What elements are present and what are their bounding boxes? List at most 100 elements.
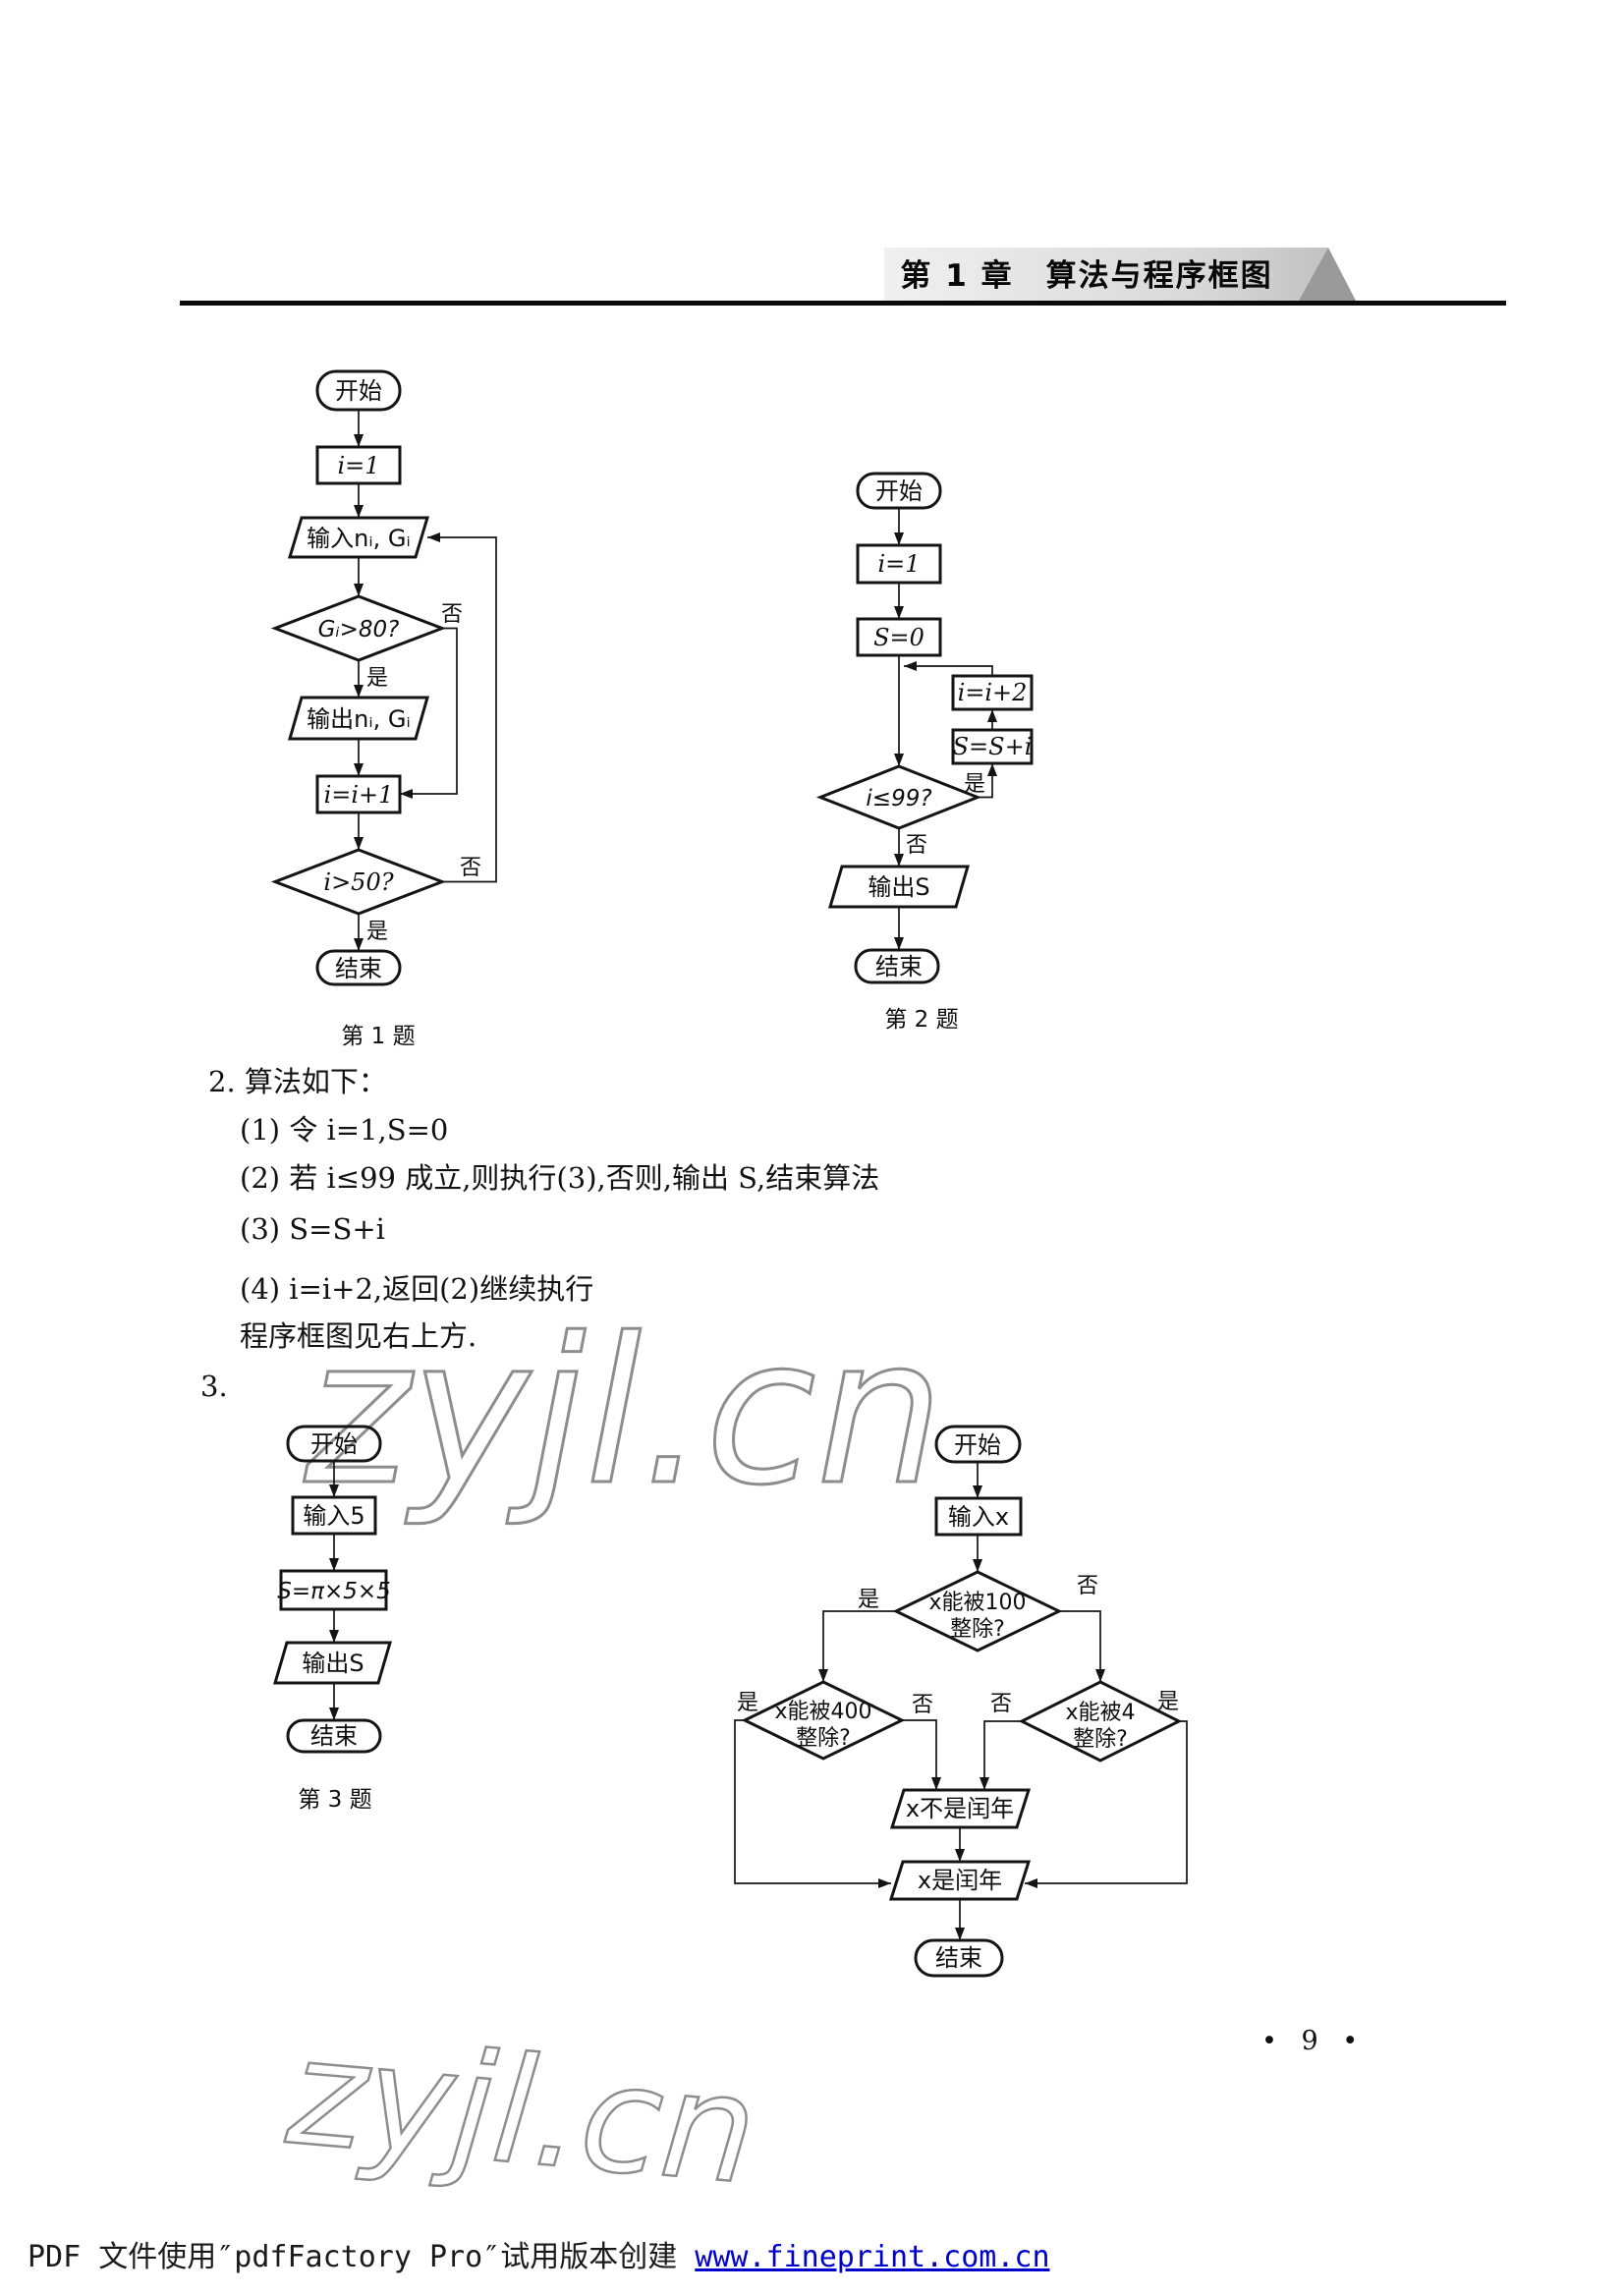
fc1-yes1-label: 是	[366, 666, 388, 691]
fc1-edge-no-loop-inner	[400, 627, 458, 799]
algorithm-step-2: (2) 若 i≤99 成立,则执行(3),否则,输出 S,结束算法	[240, 1161, 880, 1195]
algorithm-step-3: (3) S=S+i	[240, 1212, 385, 1246]
flowchart-3: 开始 输入5 S=π×5×5 输出S 结束 第 3 题	[272, 1425, 393, 1813]
fineprint-link[interactable]: www.fineprint.com.cn	[695, 2240, 1050, 2274]
fc2-cond-node	[815, 764, 982, 830]
fc1-inc-label: i=i+1	[324, 781, 394, 809]
fc4-edge-no4-notleap	[980, 1720, 1022, 1790]
fc3-calc-label: S=π×5×5	[277, 1579, 391, 1604]
chapter-title: 第 1 章 算法与程序框图	[900, 258, 1272, 294]
fc3-calc-node	[279, 1569, 388, 1611]
fc2-no-label: 否	[906, 833, 927, 858]
fc2-add-label: S=S+i	[953, 733, 1033, 760]
fc4-no100-label: 否	[1077, 1574, 1098, 1598]
fc3-end-node	[286, 1718, 382, 1754]
fc1-caption: 第 1 题	[341, 1024, 415, 1049]
fc4-notleap-node	[889, 1788, 1032, 1829]
fc1-cond-count-node	[270, 848, 447, 916]
fc3-output-label: 输出S	[302, 1650, 364, 1677]
fc1-start-node	[315, 369, 402, 412]
algorithm-step-1: (1) 令 i=1,S=0	[240, 1113, 449, 1147]
fc4-yes400-label: 是	[737, 1691, 758, 1715]
chapter-banner: 第 1 章 算法与程序框图	[884, 248, 1356, 301]
fc1-cond-score-node	[270, 594, 447, 662]
fc4-end-label: 结束	[935, 1944, 982, 1972]
fc4-yes100-label: 是	[858, 1588, 879, 1612]
fc4-yes4-label: 是	[1157, 1690, 1179, 1714]
fc4-leap-label: x是闰年	[918, 1867, 1002, 1894]
fc4-edge-yes400-leap	[734, 1719, 891, 1888]
fc3-end-label: 结束	[310, 1722, 358, 1750]
banner-shape	[884, 248, 1328, 301]
fc4-cond100-line1: x能被100	[928, 1591, 1026, 1615]
fc4-cond4-line2: 整除?	[1073, 1727, 1128, 1752]
algorithm-heading: 2. 算法如下：	[208, 1065, 387, 1098]
watermark-bottom: zyjl.cn	[280, 2005, 764, 2218]
watermark-middle: zyjl.cn	[303, 1295, 946, 1532]
fc4-start-label: 开始	[954, 1431, 1001, 1459]
item-3-label: 3.	[200, 1370, 228, 1403]
fc4-cond400-node	[741, 1680, 906, 1761]
watermark-text: zyjl.cn	[304, 1296, 944, 1530]
fc4-input-label: 输入x	[948, 1503, 1009, 1531]
fc4-end-node	[914, 1938, 1004, 1978]
fc4-cond100-node	[892, 1570, 1063, 1652]
fc1-yes2-label: 是	[366, 920, 388, 944]
fc4-notleap-label: x不是闰年	[906, 1795, 1014, 1822]
fc1-cond-score-label: Gᵢ>80?	[318, 617, 400, 643]
fc2-end-node	[854, 948, 940, 984]
fc1-inc-node	[315, 774, 402, 814]
flowchart-1: 开始 i=1 输入nᵢ, Gᵢ Gᵢ>80? 输出nᵢ, Gᵢ i=i+1 i>…	[270, 369, 497, 1049]
fc3-start-label: 开始	[310, 1430, 358, 1458]
fc1-input-label: 输入nᵢ, Gᵢ	[307, 525, 411, 552]
fc1-end-node	[315, 949, 402, 986]
watermark-text: zyjl.cn	[281, 2006, 762, 2217]
fc1-no1-label: 否	[441, 602, 463, 627]
fc2-caption: 第 2 题	[884, 1007, 958, 1033]
fc4-edge-no-cond4	[1059, 1610, 1105, 1682]
fc2-edge-return	[904, 661, 993, 676]
fc4-cond4-line1: x能被4	[1065, 1701, 1135, 1725]
fc4-cond400-line1: x能被400	[774, 1700, 871, 1724]
fc1-end-label: 结束	[335, 955, 382, 982]
fc4-start-node	[934, 1425, 1022, 1464]
fc2-init-node	[856, 543, 942, 585]
banner-shadow	[1295, 248, 1356, 301]
page-number: • 9 •	[1261, 2026, 1367, 2056]
fc2-inc-label: i=i+2	[958, 679, 1028, 706]
fc2-inc-node	[951, 674, 1034, 711]
fc1-output-node	[288, 696, 429, 741]
fc3-input-node	[291, 1495, 377, 1536]
fc4-edge-yes4-leap	[1025, 1720, 1188, 1888]
fc2-start-node	[856, 472, 942, 510]
algorithm-note: 程序框图见右上方.	[240, 1319, 477, 1353]
fc1-output-label: 输出nᵢ, Gᵢ	[307, 705, 411, 733]
fc1-input-node	[287, 516, 430, 559]
fc4-edge-no400-notleap	[902, 1719, 941, 1790]
flowchart-2: 开始 i=1 S=0 i=i+2 S=S+i i≤99? 输出S 结束 是 否 …	[815, 472, 1034, 1033]
fc4-input-node	[934, 1496, 1023, 1537]
fc1-init-label: i=1	[337, 452, 379, 479]
fc2-start-label: 开始	[875, 477, 923, 505]
fc2-szero-node	[856, 617, 942, 657]
fc2-szero-label: S=0	[873, 624, 924, 651]
fc4-no400-label: 否	[912, 1693, 933, 1717]
fc4-leap-node	[888, 1860, 1032, 1901]
fc2-add-node	[951, 728, 1034, 765]
fc4-cond400-line2: 整除?	[796, 1726, 851, 1751]
fc1-start-label: 开始	[335, 377, 382, 405]
fc4-cond4-node	[1018, 1680, 1183, 1763]
fc4-cond100-line2: 整除?	[950, 1617, 1005, 1642]
flowchart-4: 开始 输入x x能被100 整除? x能被400 整除? x能被4 整除? x不…	[734, 1425, 1188, 1978]
pdf-footer: PDF 文件使用″pdfFactory Pro″试用版本创建 www.finep…	[28, 2232, 1050, 2275]
fc2-edge-yes-add	[978, 763, 997, 799]
fc3-caption: 第 3 题	[298, 1787, 371, 1813]
fc4-no4-label: 否	[990, 1692, 1012, 1716]
fc2-output-node	[827, 865, 971, 909]
pdf-footer-text: PDF 文件使用″pdfFactory Pro″试用版本创建	[28, 2240, 696, 2274]
fc3-output-node	[272, 1641, 393, 1685]
fc1-cond-count-label: i>50?	[323, 868, 393, 896]
fc2-end-label: 结束	[875, 953, 923, 980]
fc4-edge-yes-cond400	[818, 1610, 896, 1682]
